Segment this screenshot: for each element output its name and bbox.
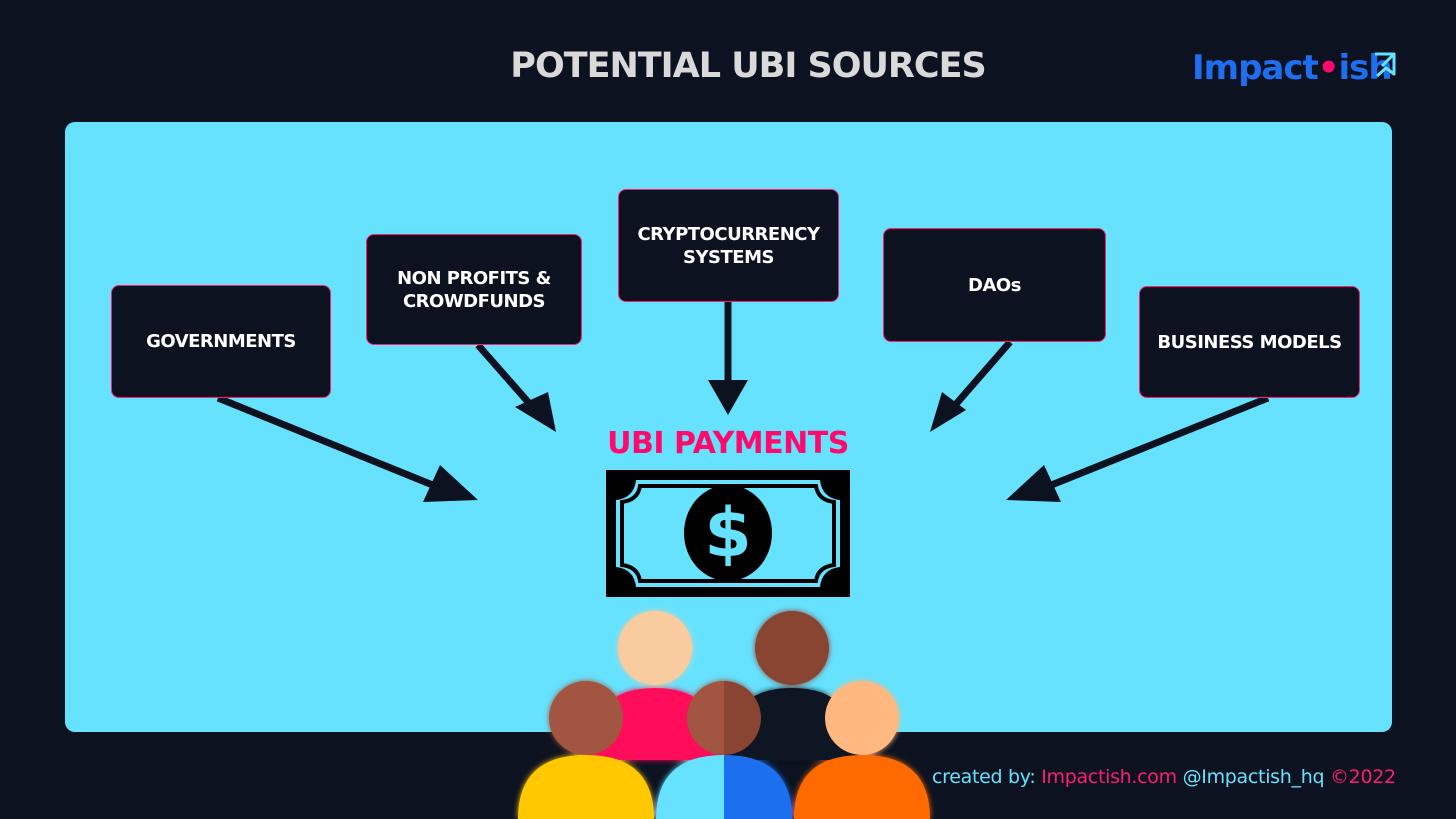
source-label-nonprofits: NON PROFITS & CROWDFUNDS: [397, 267, 551, 312]
people-group-icon: [518, 611, 930, 819]
page-title: POTENTIAL UBI SOURCES: [510, 46, 986, 86]
arrow-head-governments: [423, 465, 478, 502]
source-label-business: BUSINESS MODELS: [1157, 331, 1342, 353]
logo-arrow-icon: [1375, 52, 1396, 78]
logo-dot: •: [1317, 48, 1340, 88]
dollar-symbol: $: [704, 494, 751, 573]
credit-year: ©2022: [1324, 766, 1396, 788]
source-label-crypto: CRYPTOCURRENCY SYSTEMS: [637, 223, 820, 268]
source-box-nonprofits: NON PROFITS & CROWDFUNDS: [366, 234, 582, 345]
source-label-governments: GOVERNMENTS: [146, 331, 296, 352]
source-box-crypto: CRYPTOCURRENCY SYSTEMS: [618, 189, 839, 302]
logo-text-part1: Impact: [1192, 48, 1319, 88]
source-box-business: BUSINESS MODELS: [1139, 286, 1360, 398]
center-label: UBI PAYMENTS: [607, 426, 849, 461]
credit-site-link[interactable]: Impactish.com: [1041, 766, 1177, 788]
arrow-head-nonprofits: [515, 392, 556, 432]
dollar-bill-icon: $: [606, 470, 850, 597]
arrow-head-daos: [930, 392, 966, 432]
source-box-daos: DAOs: [883, 228, 1106, 342]
arrow-head-crypto: [708, 380, 748, 415]
source-box-governments: GOVERNMENTS: [111, 285, 331, 398]
credit-handle-link[interactable]: @Impactish_hq: [1176, 766, 1325, 788]
credit-line: created by: Impactish.com @Impactish_hq …: [932, 766, 1396, 788]
credit-prefix: created by:: [932, 766, 1042, 788]
source-label-daos: DAOs: [968, 274, 1021, 296]
arrow-head-business: [1006, 465, 1061, 502]
